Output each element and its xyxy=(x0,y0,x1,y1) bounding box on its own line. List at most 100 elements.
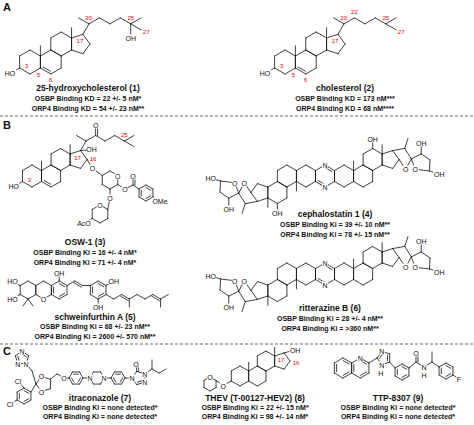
bond-line xyxy=(363,280,373,286)
compound-name: ritterazine B (6) xyxy=(299,304,361,313)
bond-line xyxy=(402,375,407,378)
bond-line xyxy=(204,388,210,392)
bond-line xyxy=(210,388,216,392)
bond-line xyxy=(74,374,79,375)
compound-name: schweinfurthin A (5) xyxy=(54,313,135,322)
bond-line xyxy=(51,50,61,56)
bond-line xyxy=(102,171,110,176)
bond-line xyxy=(20,286,21,295)
bond-line xyxy=(372,269,373,280)
bond-line xyxy=(335,165,345,171)
atom-label: O xyxy=(412,264,418,271)
panel-letter: C xyxy=(3,346,11,357)
atom-label: HO xyxy=(7,296,19,303)
bond-line xyxy=(17,392,18,400)
bond-line xyxy=(51,149,61,155)
bond-line xyxy=(61,165,71,171)
bond-line xyxy=(389,354,390,362)
bond-line xyxy=(344,165,354,171)
atom-label: N xyxy=(142,370,148,377)
bond-line xyxy=(145,295,153,300)
bond-line xyxy=(397,369,398,375)
bond-line xyxy=(316,32,326,38)
bond-line xyxy=(344,263,354,269)
bond-line xyxy=(353,161,354,170)
bond-line xyxy=(113,378,115,382)
bond-line xyxy=(267,285,268,296)
atom-label: OH xyxy=(272,210,284,217)
bond-line xyxy=(306,68,316,74)
bond-line xyxy=(411,252,421,257)
atom-label: O xyxy=(92,121,98,128)
atom-label: OMe xyxy=(152,198,168,205)
atom-number: 3 xyxy=(27,177,31,183)
bond-line xyxy=(296,165,306,171)
bond-line xyxy=(51,68,61,74)
atom-label: N xyxy=(322,184,328,191)
bond-line xyxy=(219,181,221,192)
bond-line xyxy=(251,184,257,193)
bond-line xyxy=(28,295,36,300)
bond-line xyxy=(363,263,373,269)
bond-line xyxy=(28,299,33,306)
bond-line xyxy=(274,356,275,366)
bond-line xyxy=(286,187,287,198)
bond-line xyxy=(242,302,245,312)
bond-line xyxy=(405,148,412,158)
binding-value: ORP4 Binding Ki = 78 +/- 15 nM** xyxy=(280,231,389,238)
bond-line xyxy=(51,295,59,300)
bond-line xyxy=(67,281,75,286)
bond-line xyxy=(19,393,20,399)
bond-line xyxy=(60,171,61,182)
bond-line xyxy=(405,236,408,246)
bond-line xyxy=(83,285,91,286)
bond-line xyxy=(338,44,345,54)
bond-line xyxy=(245,201,257,203)
bond-line xyxy=(51,165,61,171)
atom-label: N xyxy=(379,348,385,355)
bond-line xyxy=(51,286,52,295)
bond-line xyxy=(240,366,249,371)
atom-label: O xyxy=(38,373,44,380)
atom-label: Cl xyxy=(6,401,14,408)
bond-line xyxy=(17,400,24,404)
bond-line xyxy=(432,352,433,362)
bond-line xyxy=(231,381,240,386)
atom-label: O xyxy=(220,382,226,389)
bond-line xyxy=(295,56,296,68)
bond-line xyxy=(354,18,364,24)
bond-line xyxy=(315,269,316,280)
bond-line xyxy=(296,280,297,289)
bond-line xyxy=(70,154,71,165)
bond-line xyxy=(382,151,392,154)
atom-number: 20 xyxy=(340,15,348,21)
bond-line xyxy=(152,189,153,197)
bond-line xyxy=(338,34,345,44)
bond-line xyxy=(373,165,383,171)
bond-line xyxy=(71,378,73,382)
atom-label: OH xyxy=(289,346,301,353)
compound-name: TTP-8307 (9) xyxy=(373,394,424,403)
bond-line xyxy=(351,363,352,373)
bond-line xyxy=(402,367,407,370)
bond-line xyxy=(277,182,287,188)
bond-line xyxy=(408,368,409,376)
panel-letter: A xyxy=(3,2,11,13)
bond-line xyxy=(274,356,275,366)
atom-label: O xyxy=(115,172,121,179)
bond-line xyxy=(390,362,395,368)
bond-line xyxy=(71,38,72,50)
atom-label: O xyxy=(130,173,136,180)
bond-line xyxy=(334,269,335,280)
bond-line xyxy=(306,32,316,38)
bond-line xyxy=(257,351,266,356)
bond-line xyxy=(106,295,114,300)
bond-line xyxy=(277,263,287,269)
bond-line xyxy=(372,171,373,182)
atom-label: N xyxy=(19,348,25,355)
atom-label: O xyxy=(232,277,238,284)
bond-line xyxy=(373,149,383,155)
atom-label: O xyxy=(61,375,67,382)
atom-number: 20 xyxy=(85,15,93,21)
